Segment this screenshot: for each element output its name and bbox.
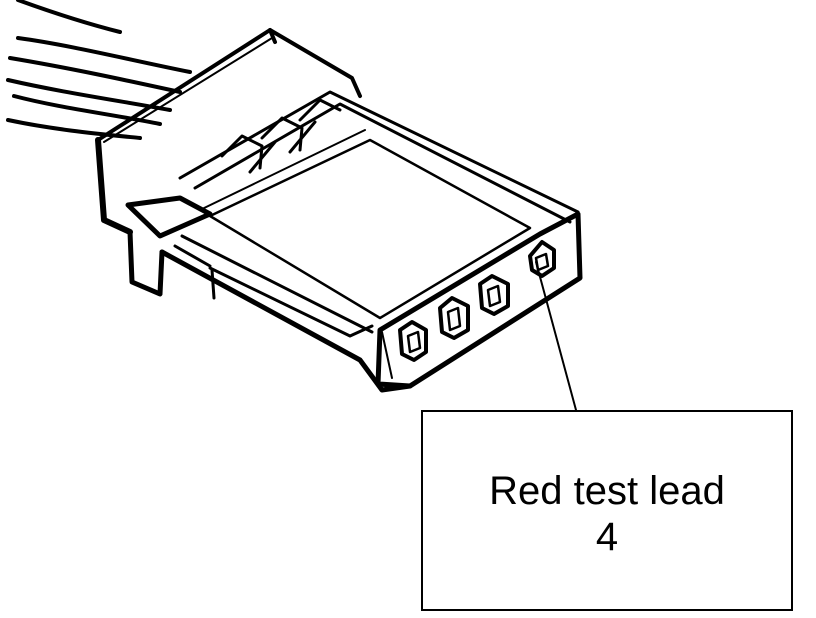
- terminal-cavity-1: [398, 320, 428, 362]
- terminal-cavity-4: [528, 240, 556, 278]
- callout-leader-line: [535, 261, 577, 411]
- connector-front-face: [375, 211, 583, 389]
- callout-box: Red test lead 4: [421, 410, 793, 611]
- terminal-cavity-3: [478, 274, 510, 316]
- connector-side-rail: [125, 195, 413, 393]
- terminal-cavity-2: [438, 296, 470, 340]
- connector-top-surface: [199, 129, 532, 320]
- wire-bundle: [6, 0, 192, 140]
- latch-ridges: [178, 90, 580, 224]
- callout-pin-number: 4: [595, 514, 619, 559]
- callout-label: Red test lead: [489, 468, 725, 513]
- connector-rear-shell: [95, 28, 362, 235]
